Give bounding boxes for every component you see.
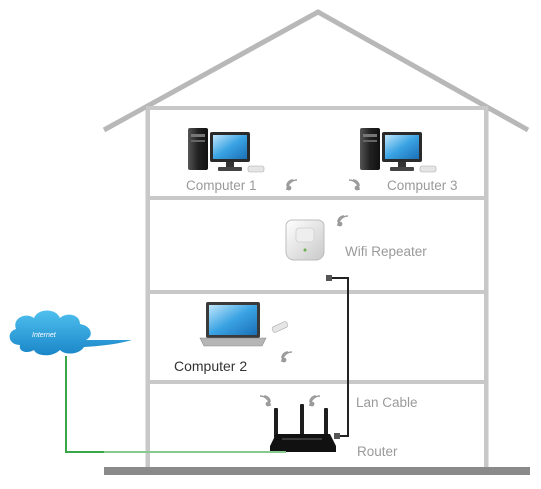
wifi-signal-icon — [348, 179, 360, 191]
cable-plug-icon — [334, 433, 340, 439]
wifi-repeater-label: Wifi Repeater — [345, 244, 427, 259]
floor-third — [146, 290, 488, 384]
wifi-signal-icon — [286, 179, 298, 191]
house-roof — [102, 9, 530, 133]
wifi-signal-icon — [259, 395, 271, 407]
ground-line — [104, 467, 530, 475]
lan-cable-label: Lan Cable — [356, 395, 418, 410]
floor-ground — [146, 380, 488, 472]
computer-2-label: Computer 2 — [174, 358, 247, 374]
usb-adapter-icon — [271, 321, 289, 333]
house-floors — [146, 106, 488, 472]
lan-cable — [330, 277, 349, 437]
wifi-signal-icon — [309, 395, 321, 407]
router-icon — [270, 404, 336, 452]
computer-3-label: Computer 3 — [387, 178, 458, 193]
computer-1-label: Computer 1 — [186, 178, 257, 193]
router-label: Router — [357, 444, 398, 459]
wifi-repeater-icon — [285, 219, 325, 261]
internet-label: Internet — [32, 332, 57, 339]
internet-cloud-icon: Internet — [9, 310, 132, 356]
wifi-signal-icon — [281, 351, 293, 363]
computer-2-laptop-icon — [199, 302, 267, 347]
computer-1-icon — [188, 128, 265, 173]
computer-3-icon — [360, 128, 437, 173]
wifi-signal-icon — [337, 215, 349, 227]
cable-plug-icon — [326, 275, 332, 281]
